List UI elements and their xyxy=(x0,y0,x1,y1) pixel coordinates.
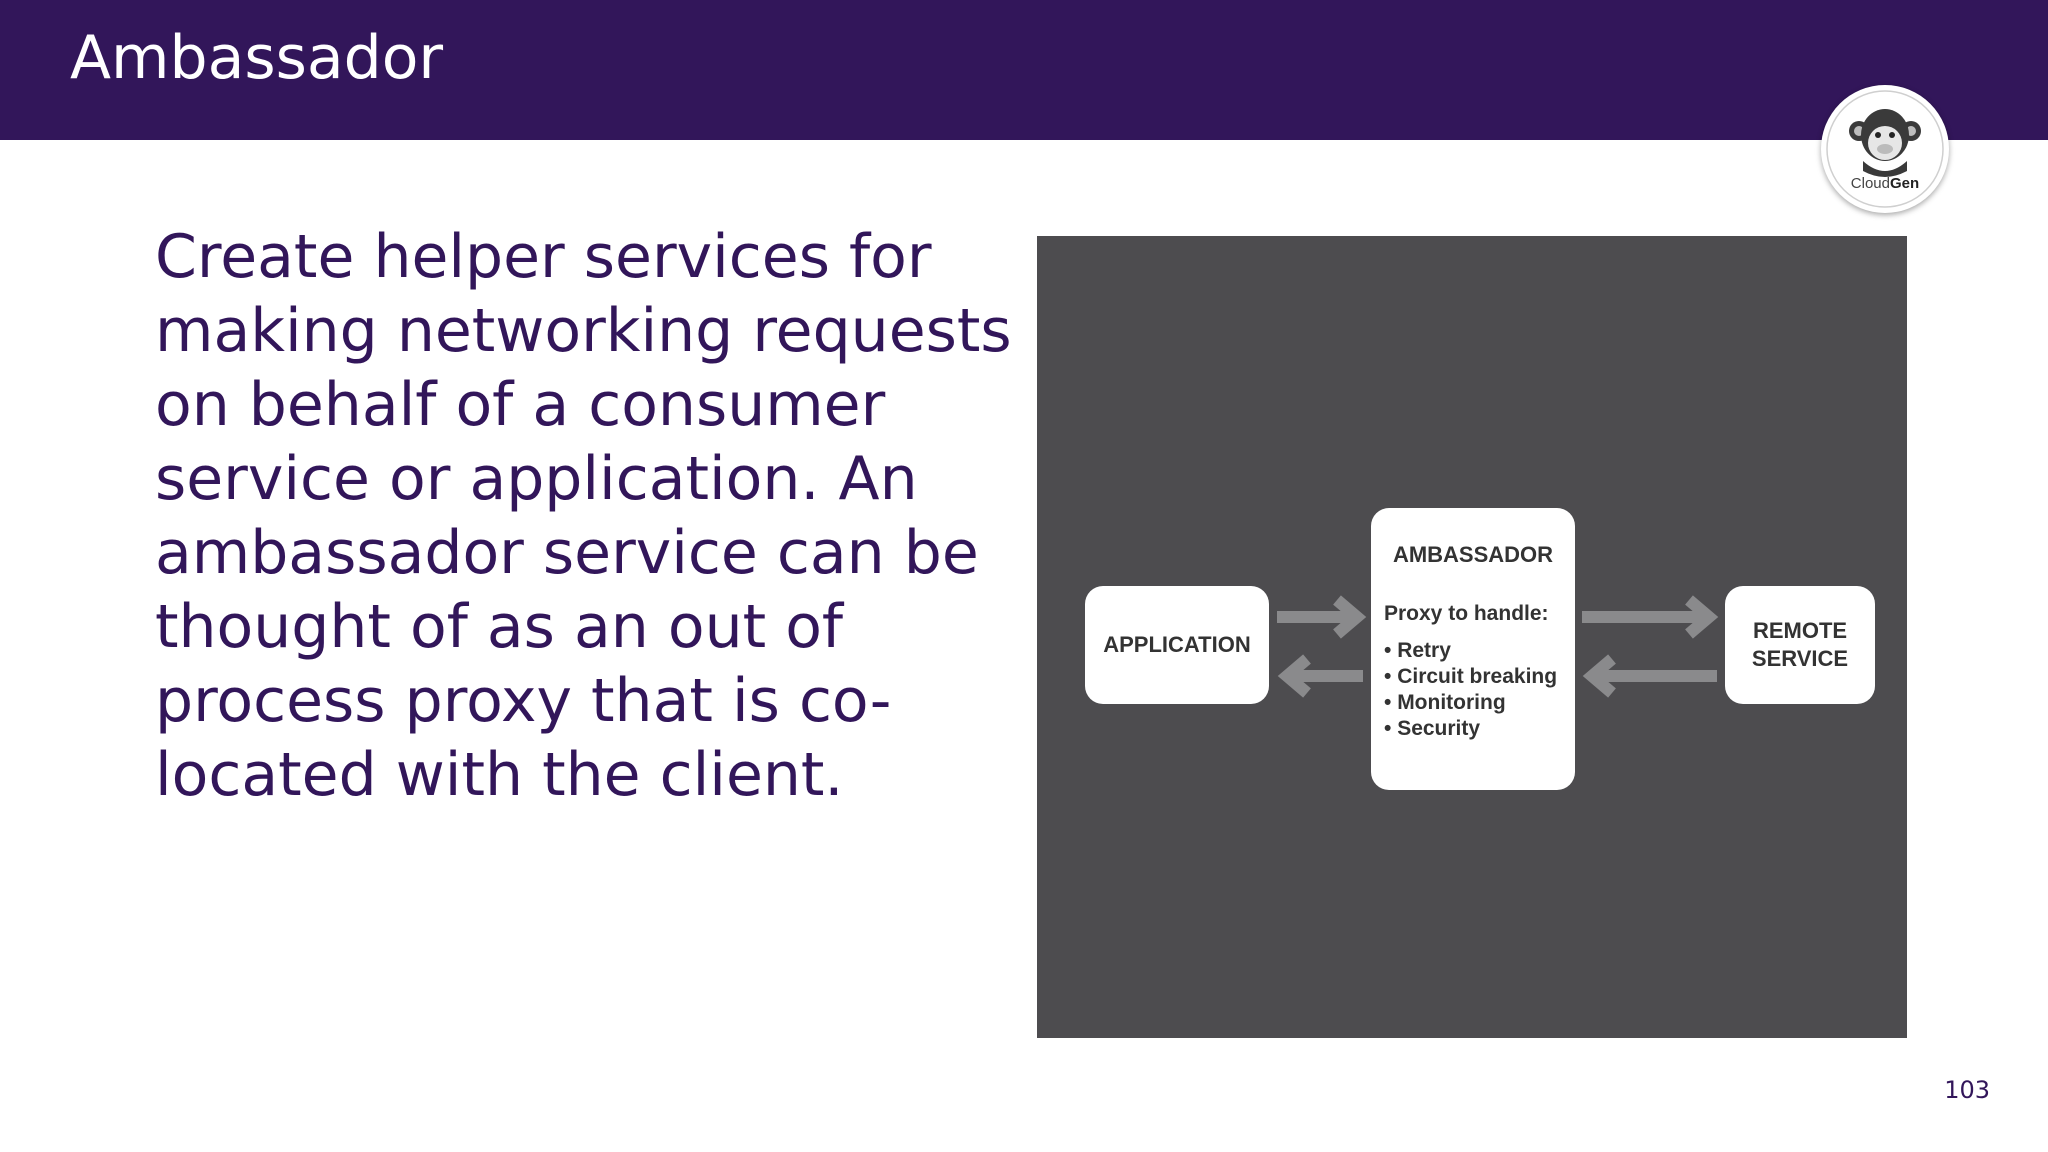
title-bar: Ambassador xyxy=(0,0,2048,140)
application-box: APPLICATION xyxy=(1085,586,1269,704)
ambassador-box: AMBASSADOR Proxy to handle: Retry Circui… xyxy=(1371,508,1575,790)
ambassador-list: Retry Circuit breaking Monitoring Securi… xyxy=(1384,638,1557,742)
arrow-left-icon xyxy=(1277,654,1363,698)
remote-service-box: REMOTE SERVICE xyxy=(1725,586,1875,704)
list-item: Monitoring xyxy=(1384,690,1557,716)
arrows xyxy=(1277,595,1719,698)
application-label: APPLICATION xyxy=(1103,632,1251,657)
logo-name-bold: Gen xyxy=(1890,175,1920,192)
remote-label-line1: REMOTE xyxy=(1752,618,1848,643)
logo-wordmark: CloudGen xyxy=(1821,175,1949,192)
cloudgen-logo: CloudGen xyxy=(1821,85,1949,213)
list-item: Security xyxy=(1384,716,1557,742)
slide-title: Ambassador xyxy=(70,23,444,93)
list-item: Circuit breaking xyxy=(1384,664,1557,690)
page-number: 103 xyxy=(1944,1076,1990,1104)
list-item: Retry xyxy=(1384,638,1557,664)
body-paragraph: Create helper services for making networ… xyxy=(155,222,1012,810)
ambassador-title: AMBASSADOR xyxy=(1392,542,1554,567)
arrow-right-icon xyxy=(1277,595,1367,639)
monkey-icon xyxy=(1826,90,1944,208)
ambassador-diagram: APPLICATION AMBASSADOR Proxy to handle: … xyxy=(1037,236,1907,1038)
ambassador-subtitle: Proxy to handle: xyxy=(1384,602,1549,625)
remote-label-line2: SERVICE xyxy=(1751,646,1849,671)
arrow-left-icon xyxy=(1582,654,1717,698)
logo-name-light: Cloud xyxy=(1850,175,1890,192)
arrow-right-icon xyxy=(1582,595,1719,639)
